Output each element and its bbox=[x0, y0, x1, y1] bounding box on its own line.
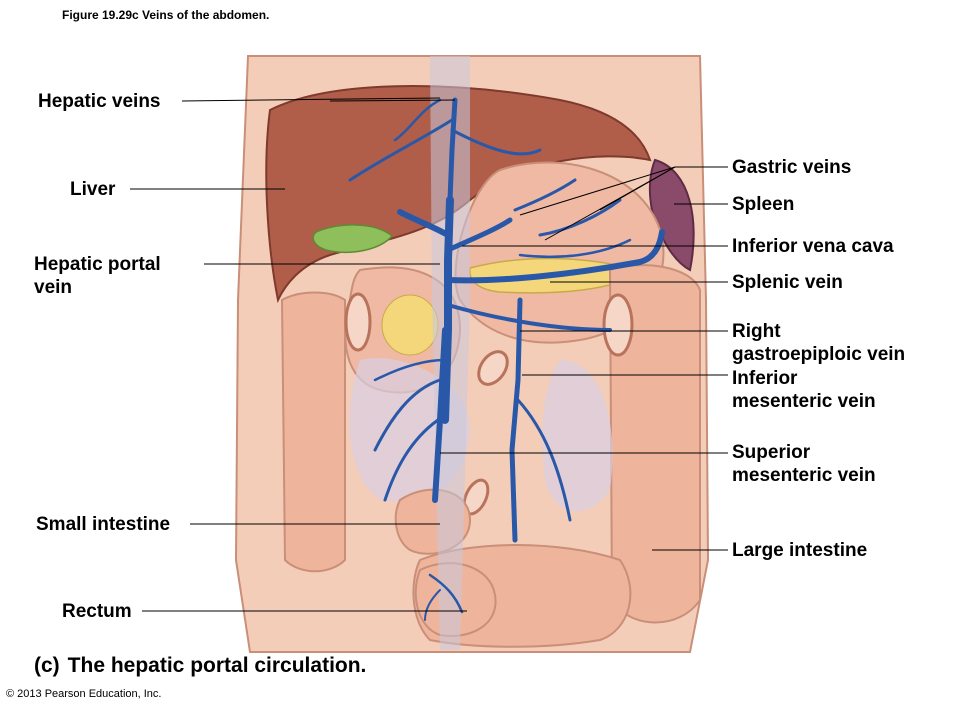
leader-hepatic-veins-2 bbox=[329, 99, 456, 102]
hepatic-vein-branch-3 bbox=[393, 98, 442, 142]
label-spleen: Spleen bbox=[732, 194, 795, 215]
descending-colon bbox=[608, 264, 701, 624]
label-right-gastroepiploic-vein: Right gastroepiploic vein bbox=[732, 320, 905, 366]
label-superior-mesenteric-line-2: mesenteric vein bbox=[732, 465, 876, 486]
leader-hepatic-veins bbox=[181, 97, 441, 102]
duodenum-fat bbox=[381, 294, 439, 356]
panel-title: (c) The hepatic portal circulation. bbox=[34, 654, 366, 678]
hepatic-vein-branch-1 bbox=[348, 118, 454, 182]
gastric-vein-1 bbox=[513, 178, 577, 212]
label-inferior-mesenteric-line-2: mesenteric vein bbox=[732, 391, 876, 412]
spleen-shape bbox=[648, 158, 695, 272]
gastric-vein-3 bbox=[518, 238, 632, 259]
label-inferior-mesenteric-vein: Inferior mesenteric vein bbox=[732, 367, 876, 413]
leader-lines bbox=[130, 97, 728, 612]
figure-caption: Figure 19.29c Veins of the abdomen. bbox=[62, 8, 270, 22]
portal-right-branch bbox=[445, 217, 513, 253]
ascending-colon bbox=[280, 291, 346, 573]
leader-gastric-veins-c bbox=[599, 166, 676, 211]
label-small-intestine: Small intestine bbox=[36, 514, 171, 535]
leader-gastric-veins-a bbox=[519, 166, 676, 216]
label-large-intestine: Large intestine bbox=[732, 540, 868, 561]
colon-cut-left bbox=[344, 292, 372, 352]
label-hepatic-portal-line-2: vein bbox=[34, 277, 73, 298]
superior-mesenteric-branch-3 bbox=[373, 358, 447, 382]
rectal-vein-branch bbox=[424, 589, 441, 621]
label-rectum: Rectum bbox=[62, 601, 132, 622]
colon-cut-right bbox=[602, 293, 634, 357]
intestine-cut-center bbox=[477, 350, 509, 386]
label-splenic-vein: Splenic vein bbox=[732, 272, 843, 293]
gastric-vein-2 bbox=[538, 198, 622, 237]
hepatic-vein-branch-2 bbox=[450, 128, 542, 156]
copyright-notice: © 2013 Pearson Education, Inc. bbox=[6, 688, 162, 700]
label-hepatic-portal-vein: Hepatic portal vein bbox=[34, 253, 161, 299]
label-gastric-veins: Gastric veins bbox=[732, 157, 852, 178]
label-superior-mesenteric-vein: Superior mesenteric vein bbox=[732, 441, 876, 487]
mesentery-right bbox=[542, 360, 613, 512]
panel-letter: (c) bbox=[34, 654, 60, 677]
hepatic-portal-trunk bbox=[441, 196, 454, 424]
superior-mesenteric-branch-2 bbox=[383, 418, 440, 502]
gallbladder-shape bbox=[312, 224, 394, 254]
inferior-mesenteric-vessel bbox=[509, 297, 523, 543]
portal-left-branch bbox=[397, 209, 451, 238]
label-right-gastroepiploic-line-2: gastroepiploic vein bbox=[732, 344, 906, 365]
splenic-vein-vessel bbox=[445, 229, 665, 284]
rectal-vein bbox=[428, 573, 464, 614]
superior-mesenteric-branch-1 bbox=[373, 378, 442, 452]
vein-network bbox=[348, 97, 665, 621]
right-gastroepiploic-vessel bbox=[446, 303, 612, 332]
label-hepatic-portal-line-1: Hepatic portal bbox=[34, 254, 161, 275]
label-liver: Liver bbox=[70, 179, 116, 200]
label-hepatic-veins: Hepatic veins bbox=[38, 91, 161, 112]
label-inferior-mesenteric-line-1: Inferior bbox=[732, 368, 798, 389]
label-right-gastroepiploic-line-1: Right bbox=[732, 321, 781, 342]
label-inferior-vena-cava: Inferior vena cava bbox=[732, 236, 894, 257]
hepatic-vein-trunk bbox=[447, 97, 458, 203]
panel-title-text: The hepatic portal circulation. bbox=[67, 654, 367, 677]
label-superior-mesenteric-line-1: Superior bbox=[732, 442, 811, 463]
